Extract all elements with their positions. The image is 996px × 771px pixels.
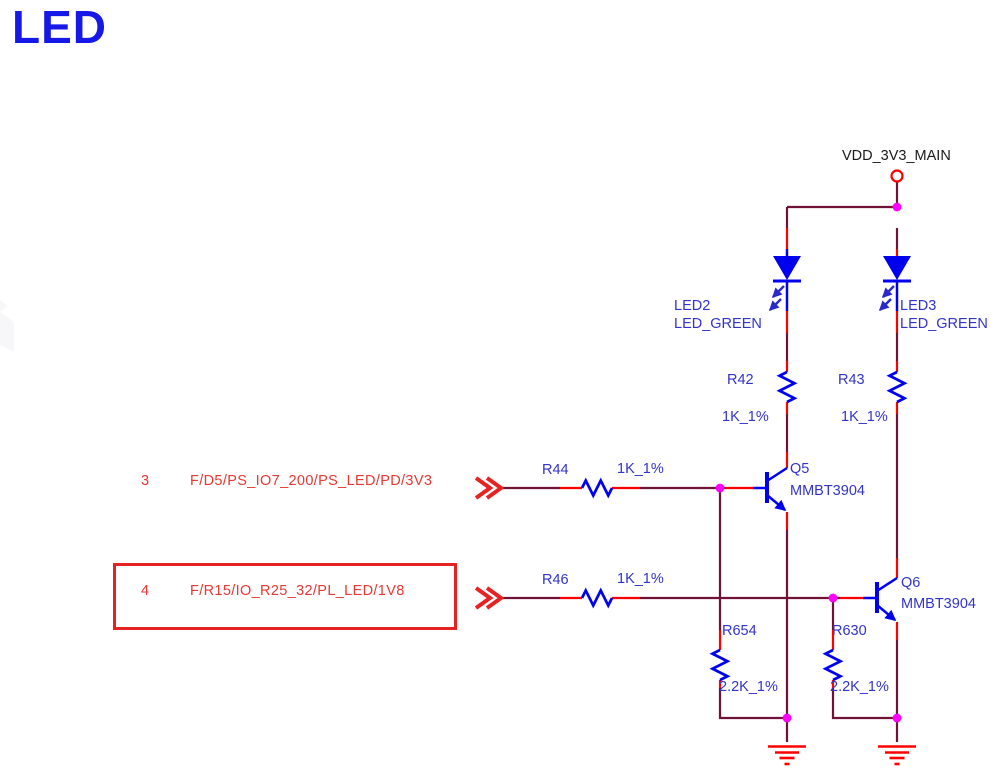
r42-value[interactable]: 1K_1% xyxy=(722,409,769,425)
r44-refdes[interactable]: R44 xyxy=(542,462,569,478)
ground-icon[interactable] xyxy=(768,745,806,766)
power-net-label[interactable]: VDD_3V3_MAIN xyxy=(842,148,951,164)
pin-stubs xyxy=(560,228,899,688)
r654-refdes[interactable]: R654 xyxy=(722,623,757,639)
q6-partnumber[interactable]: MMBT3904 xyxy=(901,596,976,612)
port3-pin-number[interactable]: 3 xyxy=(141,473,150,489)
watermark-fragment xyxy=(0,300,14,352)
q5-partnumber[interactable]: MMBT3904 xyxy=(790,483,865,499)
port-chevron-icon[interactable] xyxy=(474,586,505,610)
r43-refdes[interactable]: R43 xyxy=(838,372,865,388)
resistor-r43-symbol[interactable] xyxy=(886,370,908,404)
transistor-q6-symbol[interactable] xyxy=(863,576,898,622)
port4-net-name[interactable]: F/R15/IO_R25_32/PL_LED/1V8 xyxy=(190,583,405,599)
q5-refdes[interactable]: Q5 xyxy=(790,461,810,477)
resistor-r46-symbol[interactable] xyxy=(580,587,614,609)
led3-refdes[interactable]: LED3 xyxy=(900,298,937,314)
resistor-symbols xyxy=(580,370,908,682)
r630-value[interactable]: 2.2K_1% xyxy=(830,679,889,695)
port-chevron-icon[interactable] xyxy=(474,476,505,500)
led2-refdes[interactable]: LED2 xyxy=(674,298,711,314)
r630-refdes[interactable]: R630 xyxy=(832,623,867,639)
port4-pin-number[interactable]: 4 xyxy=(141,583,150,599)
r46-value[interactable]: 1K_1% xyxy=(617,571,664,587)
resistor-r44-symbol[interactable] xyxy=(580,477,614,499)
resistor-r654-symbol[interactable] xyxy=(709,648,731,682)
transistor-q5-symbol[interactable] xyxy=(753,466,788,512)
led-emission-arrows-icon xyxy=(768,285,785,312)
wire-net xyxy=(502,182,899,742)
q6-refdes[interactable]: Q6 xyxy=(901,575,921,591)
page-title: LED xyxy=(12,1,107,53)
power-pin-icon[interactable] xyxy=(890,169,904,183)
led-emission-arrows-icon xyxy=(878,285,895,312)
port3-net-name[interactable]: F/D5/PS_IO7_200/PS_LED/PD/3V3 xyxy=(190,473,433,489)
r43-value[interactable]: 1K_1% xyxy=(841,409,888,425)
led2-value[interactable]: LED_GREEN xyxy=(674,316,762,332)
r654-value[interactable]: 2.2K_1% xyxy=(719,679,778,695)
led3-value[interactable]: LED_GREEN xyxy=(900,316,988,332)
resistor-r630-symbol[interactable] xyxy=(822,648,844,682)
r44-value[interactable]: 1K_1% xyxy=(617,461,664,477)
selection-highlight-box[interactable] xyxy=(113,563,457,630)
led3-symbol[interactable] xyxy=(878,256,911,312)
ground-icon[interactable] xyxy=(878,745,916,766)
junction-dots xyxy=(715,202,902,723)
r46-refdes[interactable]: R46 xyxy=(542,572,569,588)
resistor-r42-symbol[interactable] xyxy=(776,370,798,404)
led2-symbol[interactable] xyxy=(768,249,801,312)
r42-refdes[interactable]: R42 xyxy=(727,372,754,388)
